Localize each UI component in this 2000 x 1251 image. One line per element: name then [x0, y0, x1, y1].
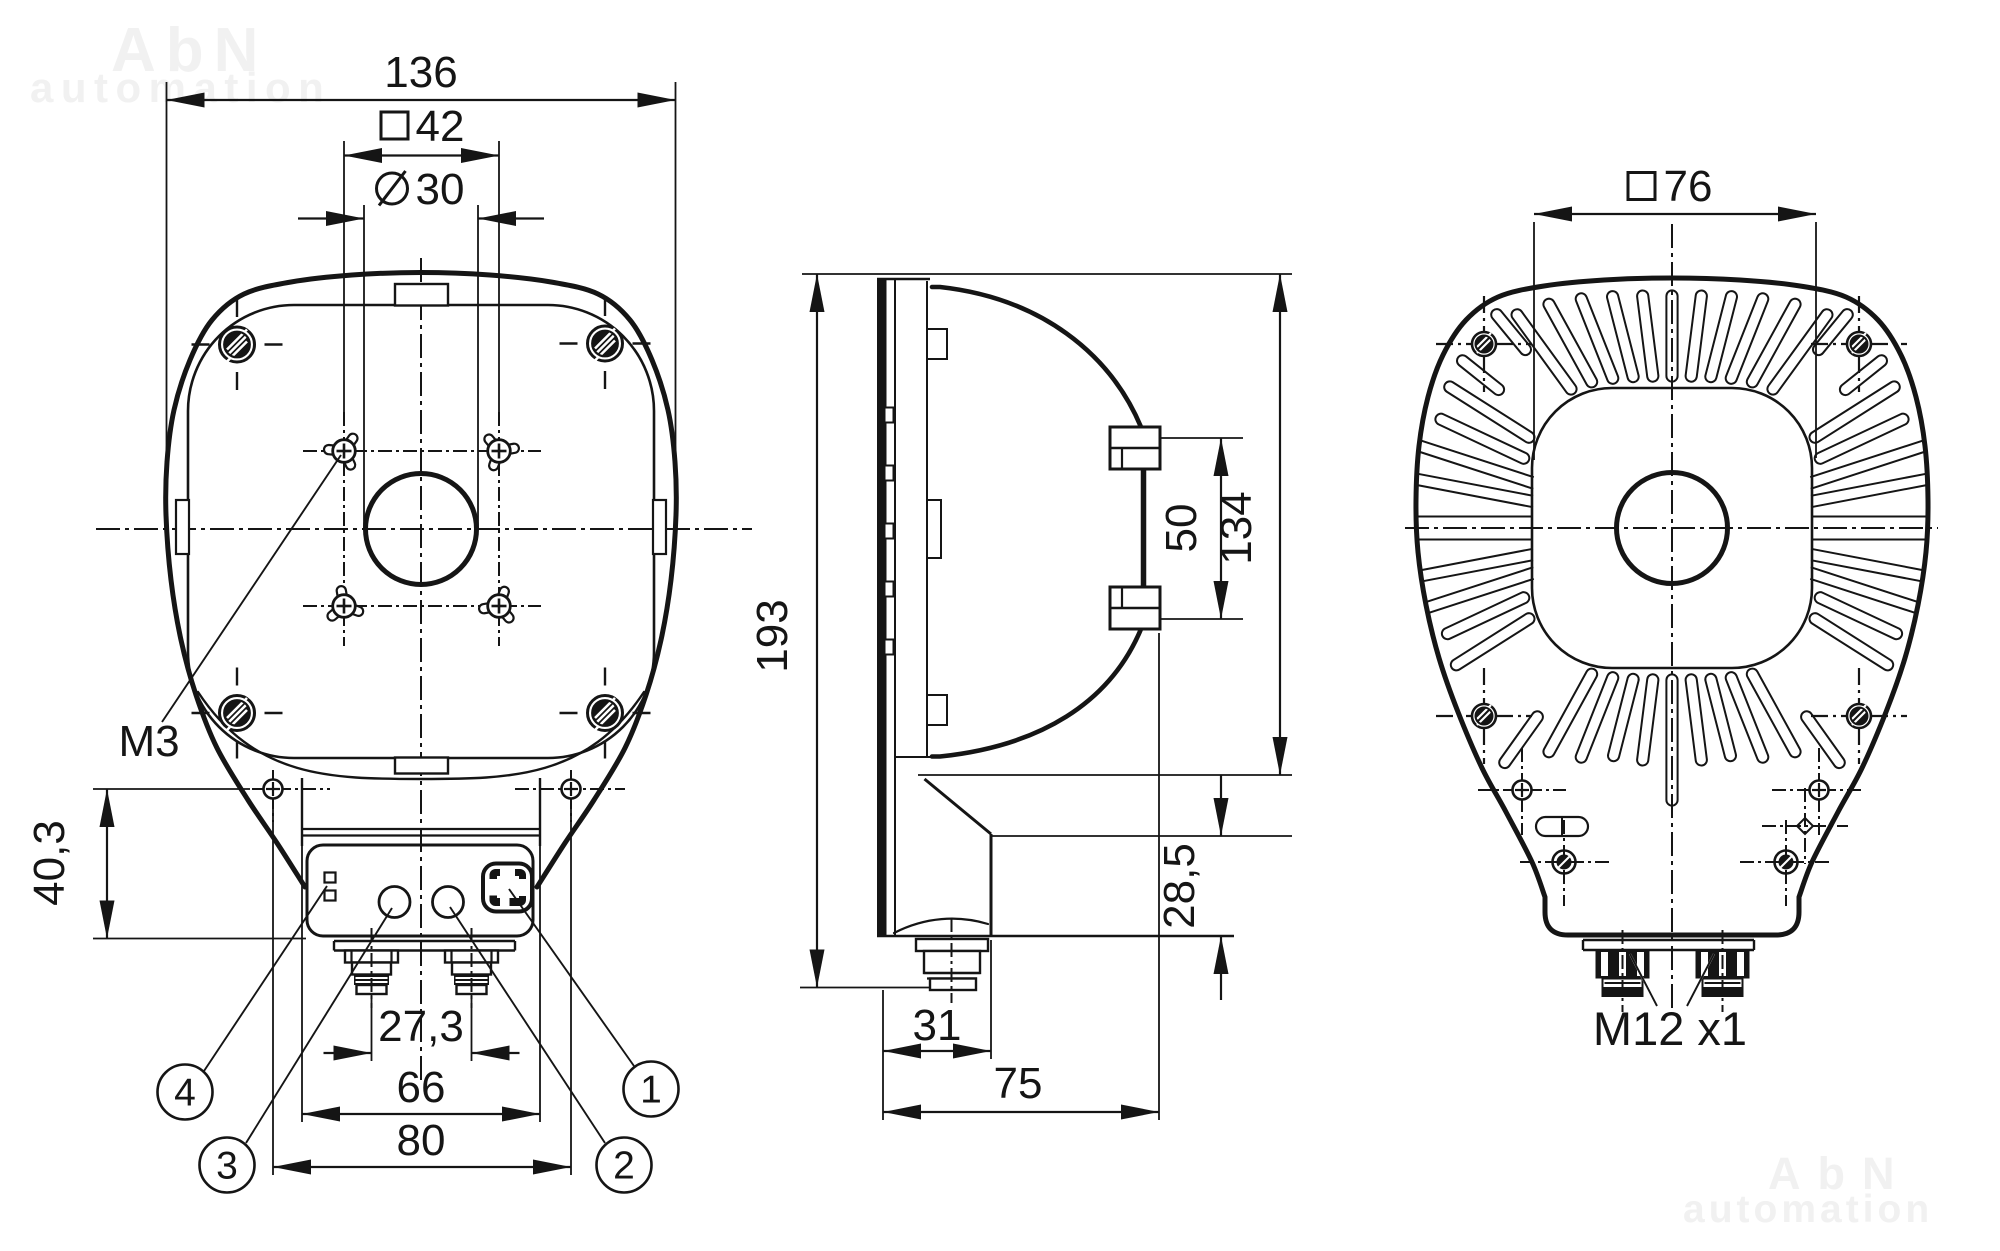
svg-text:M12 x1: M12 x1 [1593, 1002, 1747, 1055]
svg-text:30: 30 [416, 165, 465, 214]
svg-text:80: 80 [397, 1116, 446, 1165]
svg-text:76: 76 [1664, 162, 1713, 211]
svg-text:automation: automation [30, 64, 331, 111]
svg-text:31: 31 [913, 1001, 962, 1050]
svg-text:136: 136 [384, 48, 457, 97]
svg-text:2: 2 [613, 1145, 635, 1188]
svg-text:193: 193 [748, 599, 797, 672]
svg-text:66: 66 [397, 1063, 446, 1112]
svg-text:1: 1 [640, 1069, 662, 1112]
svg-text:AbN: AbN [111, 16, 268, 85]
svg-text:40,3: 40,3 [25, 820, 74, 906]
svg-text:50: 50 [1157, 504, 1206, 553]
svg-text:75: 75 [994, 1059, 1043, 1108]
svg-text:134: 134 [1212, 491, 1261, 564]
svg-text:automation: automation [1683, 1188, 1933, 1231]
svg-text:4: 4 [174, 1072, 196, 1115]
svg-text:M3: M3 [118, 717, 179, 766]
svg-text:27,3: 27,3 [378, 1002, 464, 1051]
svg-text:AbN: AbN [1768, 1148, 1911, 1199]
svg-text:3: 3 [216, 1145, 238, 1188]
svg-text:28,5: 28,5 [1155, 843, 1204, 929]
svg-text:42: 42 [416, 102, 465, 151]
